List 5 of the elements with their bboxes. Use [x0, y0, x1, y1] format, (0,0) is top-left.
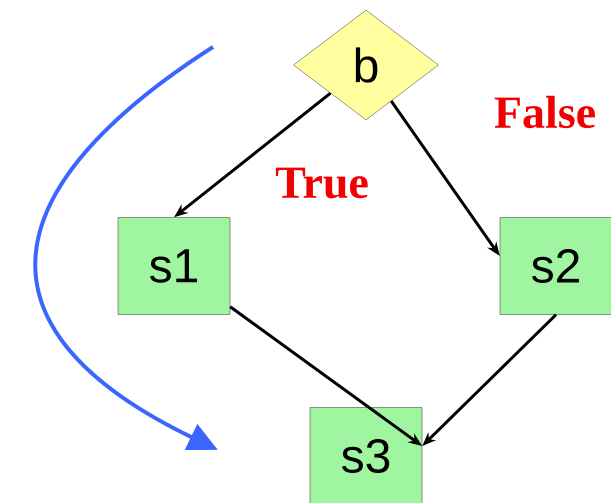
- process-box: s3: [310, 407, 422, 503]
- process-box: s2: [500, 217, 611, 315]
- edge-label: False: [492, 94, 598, 130]
- process-box: s1: [118, 217, 230, 315]
- edge-label: True: [274, 166, 370, 200]
